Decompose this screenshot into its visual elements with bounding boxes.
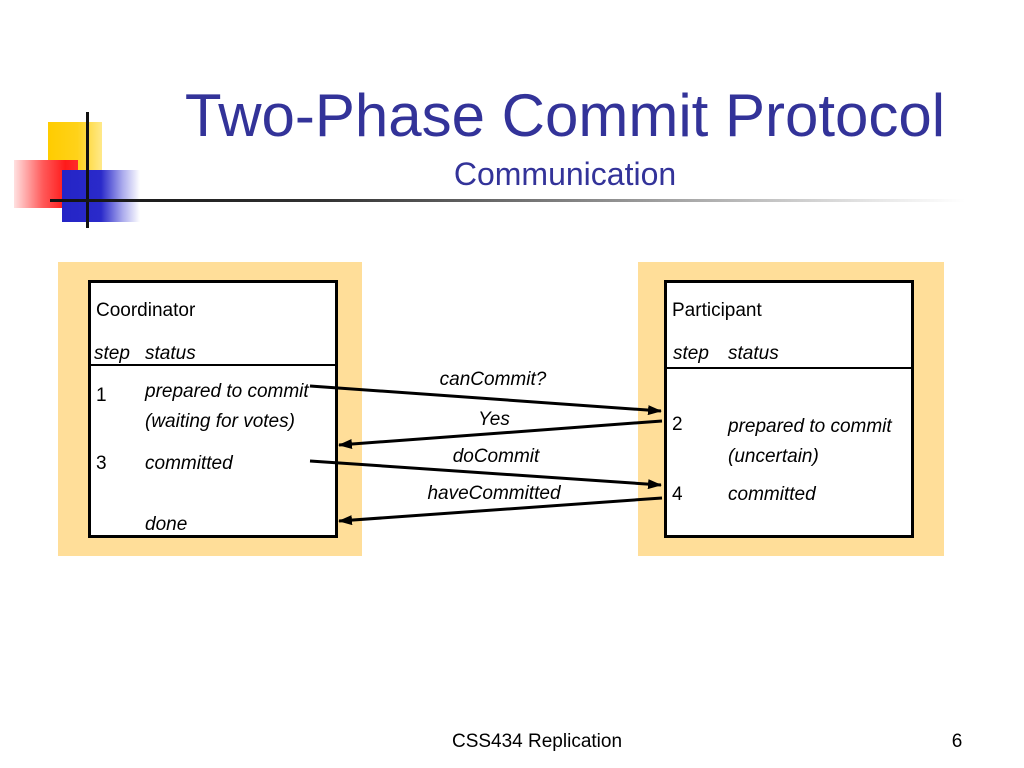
page-number: 6 bbox=[951, 731, 963, 752]
title-divider-line bbox=[50, 199, 965, 202]
participant-step-2: 2 bbox=[672, 414, 683, 435]
coordinator-status-header: status bbox=[145, 343, 196, 364]
participant-status-2-line-1: prepared to commit bbox=[728, 416, 892, 437]
coordinator-status-1-line-1: prepared to commit bbox=[145, 381, 309, 402]
participant-label: Participant bbox=[672, 300, 762, 321]
coordinator-step-header: step bbox=[94, 343, 130, 364]
coordinator-status-1-line-2: (waiting for votes) bbox=[145, 411, 295, 432]
slide-subtitle: Communication bbox=[453, 156, 677, 192]
message-label-docommit: doCommit bbox=[452, 446, 540, 467]
logo-vertical-line bbox=[86, 112, 89, 228]
coordinator-step-3: 3 bbox=[96, 453, 107, 474]
participant-status-2-line-2: (uncertain) bbox=[728, 446, 819, 467]
slide-title: Two-Phase Commit Protocol bbox=[184, 82, 946, 149]
participant-header-rule bbox=[666, 367, 912, 369]
participant-step-header: step bbox=[673, 343, 709, 364]
coordinator-step-1: 1 bbox=[96, 385, 107, 406]
coordinator-header-rule bbox=[90, 364, 335, 366]
participant-status-4: committed bbox=[728, 484, 816, 505]
message-label-havecommitted: haveCommitted bbox=[427, 483, 561, 504]
participant-status-header: status bbox=[728, 343, 779, 364]
participant-step-4: 4 bbox=[672, 484, 683, 505]
slide-footer: CSS434 Replication bbox=[451, 731, 623, 752]
coordinator-status-done: done bbox=[145, 514, 188, 535]
coordinator-label: Coordinator bbox=[96, 300, 196, 321]
participant-box bbox=[664, 280, 914, 538]
message-label-cancommit: canCommit? bbox=[439, 369, 547, 390]
coordinator-status-3: committed bbox=[145, 453, 233, 474]
logo-blue-square bbox=[62, 170, 140, 222]
message-label-yes: Yes bbox=[478, 409, 510, 430]
